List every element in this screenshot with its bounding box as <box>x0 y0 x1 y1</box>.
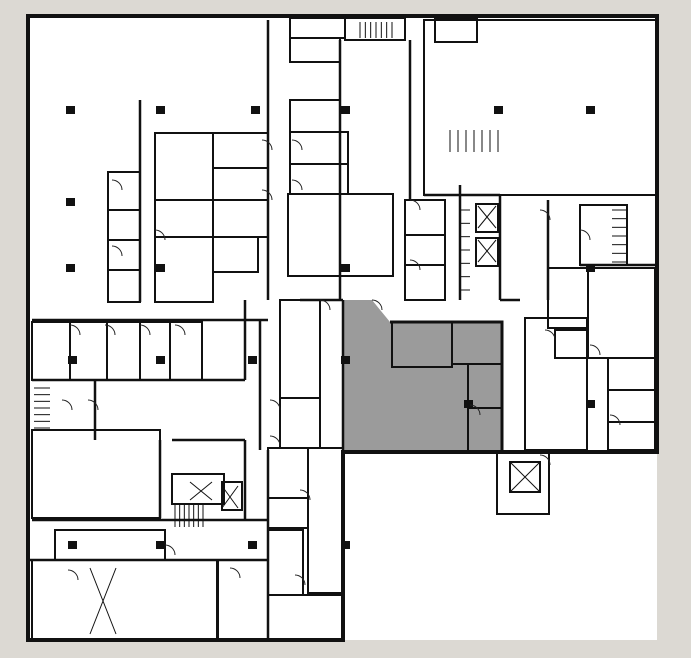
stair <box>460 209 470 291</box>
stair <box>174 505 204 527</box>
door-swing <box>371 299 383 311</box>
room <box>404 264 446 301</box>
elevator <box>189 481 213 501</box>
column <box>251 106 260 114</box>
door-swing <box>299 489 311 501</box>
door-swing <box>261 139 273 151</box>
column <box>494 106 503 114</box>
door-swing <box>539 454 551 466</box>
door-swing <box>111 179 123 191</box>
column <box>68 356 77 364</box>
column <box>341 541 350 549</box>
stair <box>612 209 626 263</box>
door-swing <box>69 324 81 336</box>
door-swing <box>319 299 331 311</box>
room <box>475 237 499 267</box>
room <box>509 461 541 493</box>
door-swing <box>104 324 116 336</box>
door-swing <box>67 569 79 581</box>
door-swing <box>409 259 421 271</box>
elevator <box>509 461 541 493</box>
room <box>554 329 588 359</box>
door-swing <box>229 567 241 579</box>
door-swing <box>87 399 99 411</box>
door-swing <box>539 209 551 221</box>
stair <box>34 387 50 429</box>
door-swing <box>291 139 303 151</box>
door-swing <box>261 189 273 201</box>
column <box>66 198 75 206</box>
room <box>475 203 499 233</box>
column <box>341 264 350 272</box>
door-swing <box>469 404 481 416</box>
door-swing <box>269 435 281 447</box>
elevator <box>477 205 497 229</box>
suite-wall <box>343 320 504 454</box>
column <box>248 541 257 549</box>
door-swing <box>291 179 303 191</box>
column <box>586 264 595 272</box>
highlighted-suite[interactable] <box>343 300 502 452</box>
column <box>156 541 165 549</box>
column <box>156 264 165 272</box>
suite-area[interactable] <box>343 300 502 452</box>
door-swing <box>174 324 186 336</box>
door-swing <box>61 399 73 411</box>
door-swing <box>139 324 151 336</box>
door-swing <box>579 229 591 241</box>
column <box>341 106 350 114</box>
column <box>156 106 165 114</box>
door-swing <box>589 344 601 356</box>
column <box>156 356 165 364</box>
column <box>586 106 595 114</box>
room <box>212 236 259 273</box>
door-swing <box>111 245 123 257</box>
door-swing <box>294 574 306 586</box>
elevator <box>477 239 497 263</box>
stair <box>359 22 393 38</box>
column <box>464 400 473 408</box>
door-swing <box>544 329 556 341</box>
door-swing <box>609 414 621 426</box>
column <box>68 541 77 549</box>
column <box>586 400 595 408</box>
door-swing <box>409 199 421 211</box>
door-swing <box>154 229 166 241</box>
elevator <box>221 485 239 509</box>
column <box>341 356 350 364</box>
door-swing <box>269 399 281 411</box>
doors <box>61 139 621 586</box>
columns <box>66 106 595 549</box>
column <box>248 356 257 364</box>
column <box>66 264 75 272</box>
door-swing <box>164 544 176 556</box>
column <box>66 106 75 114</box>
elevator <box>89 567 117 635</box>
room <box>221 481 243 511</box>
exterior-walls <box>26 14 659 642</box>
stair <box>449 130 499 152</box>
